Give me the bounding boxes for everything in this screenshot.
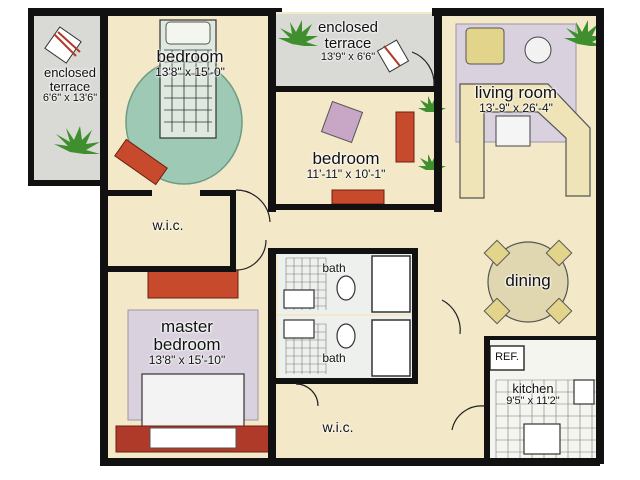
door-swings [235,51,485,431]
label-living-room-dims: 13'-9" x 26'-4" [479,100,553,115]
kitchen-stove [523,423,561,455]
master-dresser [147,269,239,299]
label-master-bedroom-dims: 13'8" x 15'-10" [148,352,226,367]
label-terrace-top: enclosed terrace 13'9" x 6'6" [300,20,396,63]
label-living-room: living room 13'-9" x 26'-4" [458,84,574,114]
tub-top [371,255,411,313]
kitchen-sink [573,379,595,405]
label-kitchen-name: kitchen [512,381,554,396]
label-terrace-left: enclosed terrace 6'6" x 13'6" [34,66,106,105]
label-master-bedroom-name: master bedroom [153,317,221,354]
label-dining: dining [488,272,568,290]
living-plant [564,20,604,46]
label-terrace-top-dims: 13'9" x 6'6" [320,50,376,63]
master-pillows [149,427,237,449]
label-bedroom-mid-dims: 11'-11" x 10'-1" [306,166,386,181]
label-bedroom-mid-name: bedroom [312,149,380,168]
label-terrace-left-dims: 6'6" x 13'6" [42,92,98,105]
living-side-table [524,36,552,64]
label-bath-bottom: bath [322,351,346,365]
label-bedroom-mid: bedroom 11'-11" x 10'-1" [286,150,406,180]
label-wic-bottom: w.i.c. [322,419,354,435]
label-bedroom-top-dims: 13'8" x 15'-0" [155,64,225,79]
living-armchair [465,27,505,65]
sink-top [283,289,315,309]
toilet-bottom [336,323,356,349]
bedroom-top-dresser [114,138,168,186]
label-wic-top: w.i.c. [152,217,184,233]
sink-bottom [283,319,315,339]
bedroom-mid-chair [320,100,364,144]
toilet-top [336,275,356,301]
label-master-bedroom: master bedroom 13'8" x 15'-10" [124,318,250,366]
label-dining-name: dining [505,271,551,290]
label-kitchen-dims: 9'5" x 11'2" [506,394,560,407]
tub-bottom [371,319,411,377]
bedroom-mid-desk [395,111,415,163]
dining-chairs [483,239,573,325]
label-terrace-left-name: enclosed terrace [43,65,97,94]
bedroom-top-pillow [165,21,211,45]
label-bedroom-top: bedroom 13'8" x 15'-0" [130,48,250,78]
walls [28,8,604,466]
label-terrace-top-name: enclosed terrace [317,19,379,52]
refrigerator [489,345,525,371]
terrace-top-plant [278,20,318,46]
living-sectional-sofa [459,83,591,199]
dining-table [487,241,569,323]
label-bath-top: bath [322,261,346,275]
terrace-left-chair [44,26,82,64]
bedroom-mid-dresser [331,189,385,205]
terrace-left-plant [54,126,100,154]
label-ref: REF. [495,351,519,363]
terrace-top-chair [376,39,410,73]
label-bedroom-top-name: bedroom [156,47,224,66]
bedroom-top-bed-grid [164,49,212,132]
living-coffee-table [495,115,531,147]
label-kitchen: kitchen 9'5" x 11'2" [490,382,576,407]
label-living-room-name: living room [474,83,558,102]
terrace-top-floor [276,14,434,86]
